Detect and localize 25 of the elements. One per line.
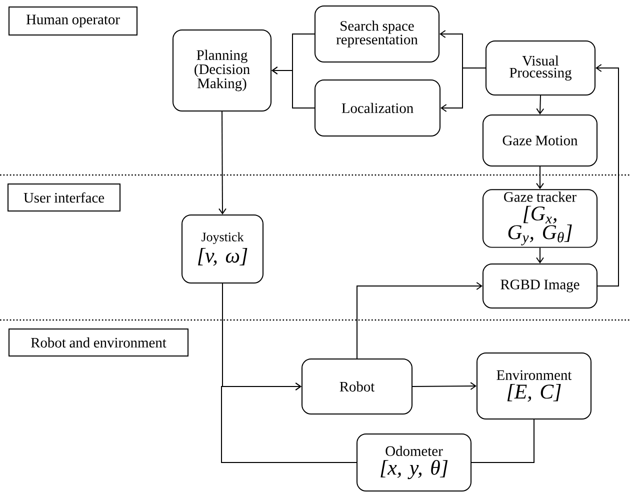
process-box: Robot (302, 358, 412, 414)
section-label: Human operator (8, 6, 138, 36)
section-label: Robot and environment (8, 328, 188, 356)
arrow (356, 282, 482, 359)
arrow (218, 111, 226, 214)
process-box: Planning (Decision Making) (172, 30, 272, 112)
arrow (440, 68, 486, 112)
arrow (412, 382, 476, 390)
process-box: Gaze tracker [G$_{x}$, G$_{y}$, G$_{θ}$] (482, 189, 598, 248)
arrow (272, 66, 315, 108)
process-box: Joystick [v, ω] (182, 214, 264, 284)
arrow (221, 382, 357, 463)
process-box: Environment [E, C] (476, 352, 592, 420)
section-label: User interface (8, 184, 120, 212)
arrow (536, 166, 544, 190)
arrow (536, 95, 544, 114)
process-box: Visual Processing (486, 40, 596, 96)
process-box: Odometer [x, y, θ] (356, 434, 472, 492)
connector-line (471, 419, 534, 463)
process-box: Gaze Motion (482, 114, 598, 166)
arrow (536, 247, 544, 264)
process-box: Search space representation (314, 6, 440, 62)
process-box: RGBD Image (482, 264, 598, 308)
arrow (596, 64, 619, 286)
process-box: Localization (314, 80, 440, 136)
